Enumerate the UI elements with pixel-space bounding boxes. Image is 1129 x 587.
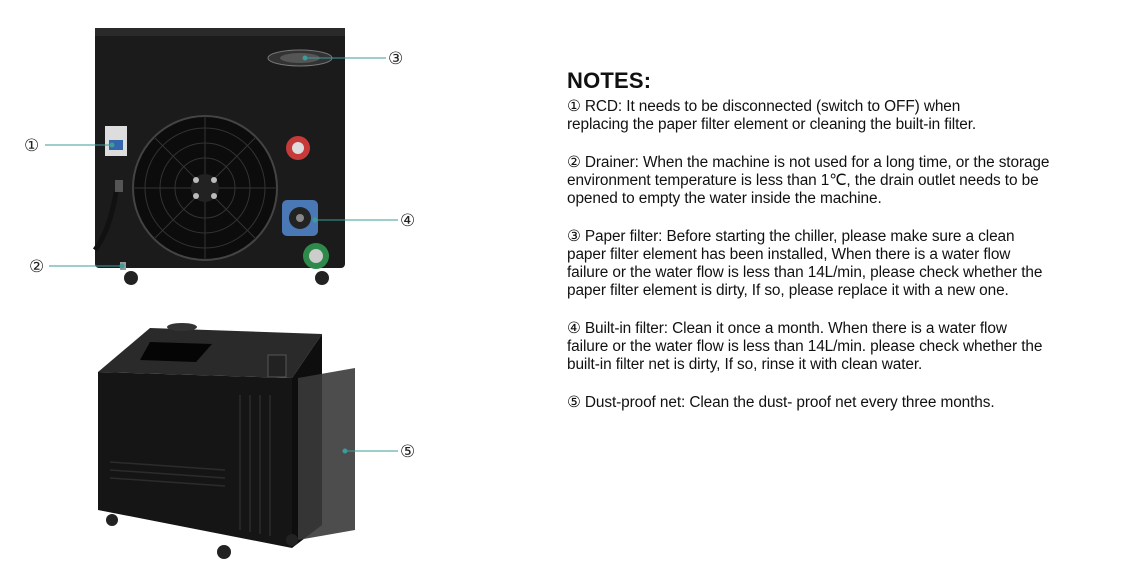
note-line: failure or the water flow is less than 1…	[567, 338, 1043, 355]
chiller-illustrations	[45, 28, 398, 559]
chiller-front-view	[98, 323, 355, 559]
note-item: ④ Built-in filter: Clean it once a month…	[567, 320, 1127, 374]
note-line: environment temperature is less than 1℃,…	[567, 172, 1039, 189]
note-line: ⑤ Dust-proof net: Clean the dust- proof …	[567, 394, 995, 411]
notes-section: NOTES: ① RCD: It needs to be disconnecte…	[567, 68, 1127, 432]
fan-icon	[132, 115, 278, 261]
note-line: paper filter element is dirty, If so, pl…	[567, 282, 1009, 299]
note-line: ④ Built-in filter: Clean it once a month…	[567, 320, 1007, 337]
callout-5: ⑤	[400, 442, 416, 461]
notes-title: NOTES:	[567, 68, 652, 93]
callout-4: ④	[400, 211, 416, 230]
note-line: paper filter element has been installed,…	[567, 246, 1011, 263]
note-item: ⑤ Dust-proof net: Clean the dust- proof …	[567, 394, 1127, 412]
note-item: ② Drainer: When the machine is not used …	[567, 154, 1127, 208]
leader-lines	[45, 55, 398, 454]
note-line: ① RCD: It needs to be disconnected (swit…	[567, 98, 961, 115]
callout-3: ③	[388, 49, 404, 68]
chiller-back-view	[92, 28, 345, 285]
note-line: replacing the paper filter element or cl…	[567, 116, 977, 133]
callout-2: ②	[29, 257, 45, 276]
note-line: ③ Paper filter: Before starting the chil…	[567, 228, 1015, 245]
callout-1: ①	[24, 136, 40, 155]
dust-proof-net	[298, 368, 355, 540]
note-line: ② Drainer: When the machine is not used …	[567, 154, 1050, 171]
note-item: ③ Paper filter: Before starting the chil…	[567, 228, 1127, 300]
note-line: failure or the water flow is less than 1…	[567, 264, 1043, 281]
note-line: opened to empty the water inside the mac…	[567, 190, 882, 207]
note-item: ① RCD: It needs to be disconnected (swit…	[567, 98, 1127, 134]
note-line: built-in filter net is dirty, If so, rin…	[567, 356, 923, 373]
